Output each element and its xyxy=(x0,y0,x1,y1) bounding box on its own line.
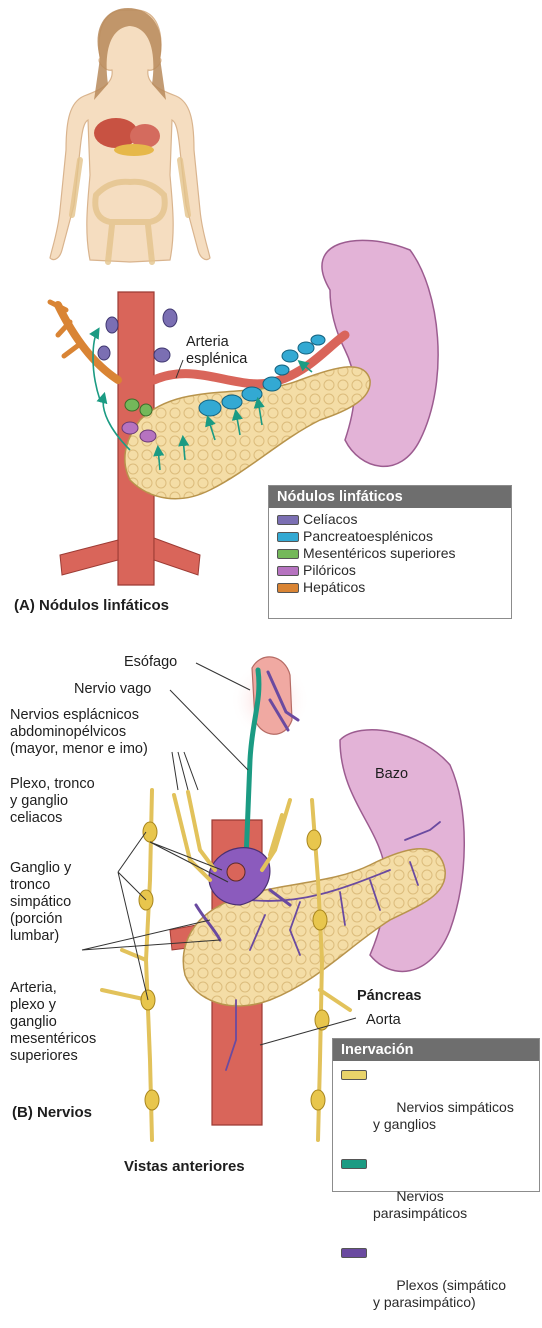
legend-swatch-celiacos xyxy=(277,515,299,525)
legend-swatch-hepaticos xyxy=(277,583,299,593)
legend-item-hepaticos: Hepáticos xyxy=(269,579,511,596)
spleen-label: Bazo xyxy=(375,766,408,783)
legend-label-celiacos: Celíacos xyxy=(303,511,357,527)
legend-item-mesentericos: Mesentéricos superiores xyxy=(269,545,511,562)
panel-b-title: (B) Nervios xyxy=(12,1104,92,1121)
esophagus-label: Esófago xyxy=(124,654,177,671)
legend-item-piloricos: Pilóricos xyxy=(269,562,511,579)
legend-swatch-piloricos xyxy=(277,566,299,576)
legend-item-plexos: Plexos (simpático y parasimpático) xyxy=(333,1243,539,1328)
mini-pancreas xyxy=(114,144,154,156)
legend-swatch-pancreatoesplenicos xyxy=(277,532,299,542)
legend-label-pancreatoesplenicos: Pancreatoesplénicos xyxy=(303,528,433,544)
splenic-artery-label: Arteria esplénica xyxy=(186,334,247,368)
legend-item-celiacos: Celíacos xyxy=(269,511,511,528)
legend-label-parasimpaticos: Nervios parasimpáticos xyxy=(373,1188,467,1221)
legend-label-simpaticos: Nervios simpáticos y ganglios xyxy=(373,1099,514,1132)
splanchnic-nerves-label: Nervios esplácnicos abdominopélvicos (ma… xyxy=(10,707,148,758)
mesenteric-plexus-label: Arteria, plexo y ganglio mesentéricos su… xyxy=(10,980,96,1065)
innervation-legend-title: Inervación xyxy=(333,1039,539,1061)
legend-label-mesentericos: Mesentéricos superiores xyxy=(303,545,456,561)
aorta-label: Aorta xyxy=(366,1012,401,1029)
legend-swatch-parasimpaticos xyxy=(341,1159,367,1169)
legend-item-parasimpaticos: Nervios parasimpáticos xyxy=(333,1154,539,1239)
panel-a-title: (A) Nódulos linfáticos xyxy=(14,597,169,614)
pancreas-label: Páncreas xyxy=(357,988,422,1005)
sympathetic-trunk-label: Ganglio y tronco simpático (porción lumb… xyxy=(10,860,71,945)
vagus-label: Nervio vago xyxy=(74,681,151,698)
legend-swatch-simpaticos xyxy=(341,1070,367,1080)
legend-swatch-mesentericos xyxy=(277,549,299,559)
legend-item-simpaticos: Nervios simpáticos y ganglios xyxy=(333,1065,539,1150)
legend-item-pancreatoesplenicos: Pancreatoesplénicos xyxy=(269,528,511,545)
hepatic-artery xyxy=(58,305,118,380)
legend-label-hepaticos: Hepáticos xyxy=(303,579,365,595)
caption-label: Vistas anteriores xyxy=(124,1158,245,1175)
legend-swatch-plexos xyxy=(341,1248,367,1258)
celiac-plexus-label: Plexo, tronco y ganglio celiacos xyxy=(10,776,95,827)
spleen-a xyxy=(322,240,438,466)
innervation-legend: Inervación Nervios simpáticos y ganglios… xyxy=(332,1038,540,1192)
lymph-legend-title: Nódulos linfáticos xyxy=(269,486,511,508)
lymph-node-legend: Nódulos linfáticos Celíacos Pancreatoesp… xyxy=(268,485,512,619)
legend-label-piloricos: Pilóricos xyxy=(303,562,356,578)
legend-label-plexos: Plexos (simpático y parasimpático) xyxy=(373,1277,506,1310)
